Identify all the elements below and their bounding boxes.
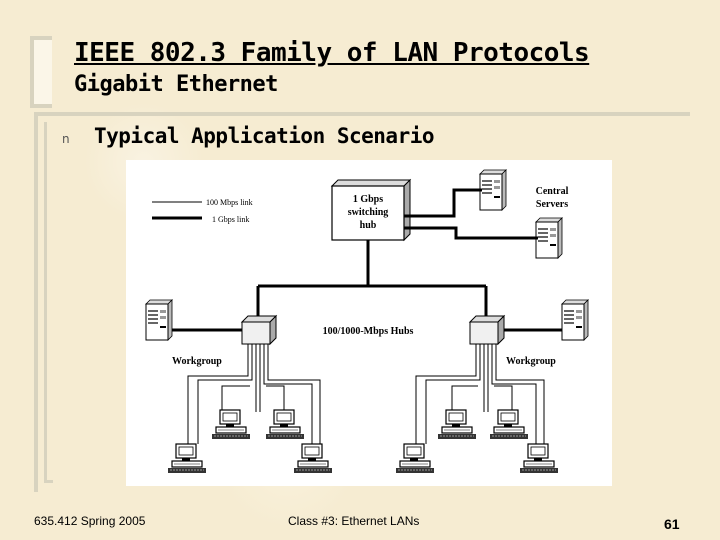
title-bracket-decoration: [30, 36, 52, 108]
workstation-l4-icon: [293, 443, 333, 474]
workstation-r1-icon: [437, 409, 477, 440]
left-workgroup-links: [187, 344, 321, 444]
content-side-decoration: [44, 122, 53, 483]
workgroup-hub-right-icon: [469, 315, 505, 345]
switch-label-line3: hub: [360, 220, 377, 231]
workstation-r3-icon: [395, 443, 435, 474]
workstation-r2-icon: [489, 409, 529, 440]
workstation-l1-icon: [211, 409, 251, 440]
switch-label-line2: switching: [348, 207, 389, 218]
workgroup-server-left-icon: [145, 299, 173, 341]
workstation-r4-icon: [519, 443, 559, 474]
page-number: 61: [664, 516, 680, 532]
workstation-l3-icon: [167, 443, 207, 474]
central-server-2-icon: [535, 217, 563, 259]
slide-title: IEEE 802.3 Family of LAN Protocols: [74, 38, 590, 68]
hubs-label: 100/1000-Mbps Hubs: [323, 326, 414, 337]
workgroup-server-right-icon: [561, 299, 589, 341]
servers-label-line1: Central: [536, 186, 569, 197]
servers-label-line2: Servers: [536, 199, 568, 210]
content-frame: [34, 112, 690, 492]
central-server-1-icon: [479, 169, 507, 211]
slide-subtitle: Gigabit Ethernet: [74, 72, 278, 97]
bullet-text: Typical Application Scenario: [94, 124, 435, 148]
footer-course: 635.412 Spring 2005: [34, 514, 146, 528]
workgroup-left-label: Workgroup: [172, 356, 222, 367]
workgroup-hub-left-icon: [241, 315, 277, 345]
link-switch-server2: [404, 226, 538, 240]
switching-hub: [330, 178, 412, 242]
right-workgroup-links: [415, 344, 545, 444]
bullet-marker: n: [62, 132, 70, 146]
legend-100-label: 100 Mbps link: [206, 198, 253, 207]
workstation-l2-icon: [265, 409, 305, 440]
link-switch-server1: [404, 188, 482, 218]
network-diagram: 100 Mbps link 1 Gbps link 1 Gbps switchi…: [126, 160, 612, 486]
footer-class: Class #3: Ethernet LANs: [288, 514, 420, 528]
switch-label-line1: 1 Gbps: [353, 194, 383, 205]
legend-1g-label: 1 Gbps link: [212, 215, 249, 224]
workgroup-right-label: Workgroup: [506, 356, 556, 367]
